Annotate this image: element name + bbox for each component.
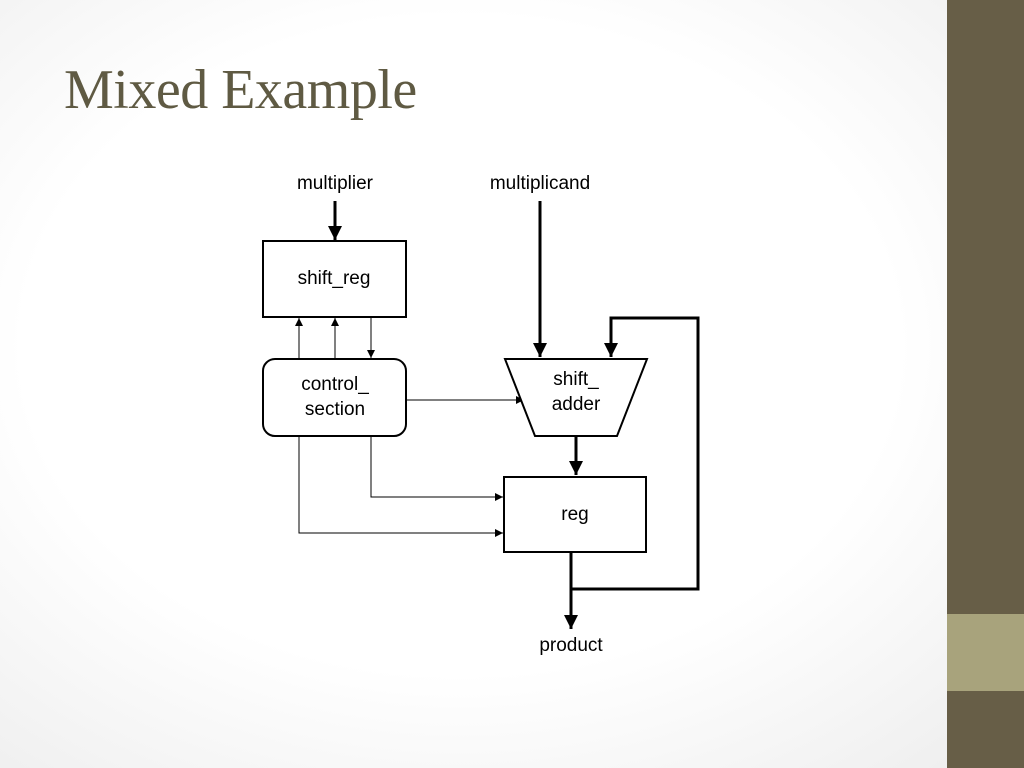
shift-reg-block — [262, 240, 407, 318]
datapath-diagram: multiplier multiplicand shift_reg contro… — [262, 173, 700, 656]
control-to-reg-arrow-2 — [298, 436, 503, 537]
slide-title: Mixed Example — [64, 59, 417, 121]
control-section-label-line1: control_ — [301, 374, 369, 395]
multiplicand-label: multiplicand — [490, 173, 590, 194]
shift-adder-label-line1: shift_ — [553, 369, 599, 390]
shift-adder-block — [503, 358, 649, 437]
reg-label: reg — [561, 504, 588, 525]
feedback-path — [571, 316, 700, 591]
control-section-block — [262, 358, 407, 437]
sidebar-accent-block — [947, 614, 1024, 691]
product-label: product — [539, 635, 603, 656]
reg-block — [503, 476, 647, 553]
shift-reg-label: shift_reg — [298, 268, 371, 289]
control-section-label-line2: section — [305, 399, 365, 420]
shift-adder-label-line2: adder — [552, 394, 601, 415]
multiplier-label: multiplier — [297, 173, 374, 194]
control-to-reg-arrow-1 — [370, 436, 503, 501]
